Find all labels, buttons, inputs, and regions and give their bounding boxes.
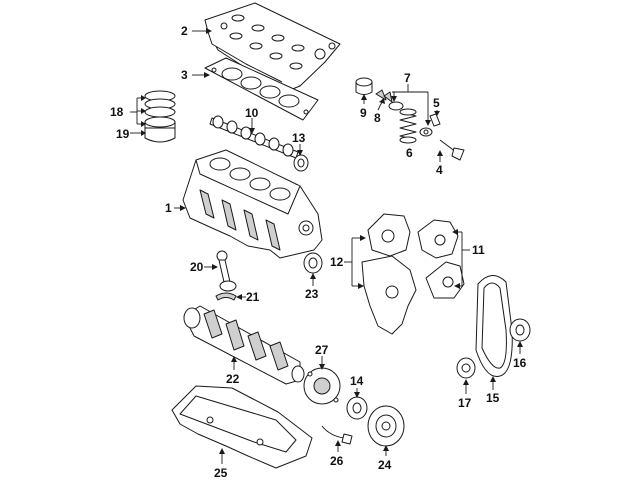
timing-cover-rear-drawing — [361, 213, 417, 335]
callout-26: 26 — [330, 454, 344, 468]
camshaft-seal-drawing — [293, 154, 309, 172]
callout-13: 13 — [292, 131, 306, 145]
crankshaft-seal-drawing — [303, 252, 323, 274]
crank-sprocket-drawing — [346, 396, 368, 420]
leader-lines — [130, 28, 523, 464]
callout-24: 24 — [378, 458, 392, 472]
timing-belt-drawing — [475, 275, 513, 377]
rod-bearing-drawing — [215, 292, 237, 301]
callout-22: 22 — [226, 372, 240, 386]
callout-12: 12 — [330, 255, 344, 269]
callout-17: 17 — [458, 396, 472, 410]
callout-4: 4 — [436, 163, 443, 177]
callout-9: 9 — [360, 106, 367, 120]
valve-guide-drawing — [429, 113, 441, 127]
crankshaft-drawing — [183, 305, 305, 385]
cylinder-head-drawing — [204, 2, 341, 91]
valve-drawing — [439, 139, 465, 161]
crank-pulley-drawing — [367, 405, 405, 447]
callout-18: 18 — [110, 105, 124, 119]
valve-keepers-drawing — [375, 89, 393, 103]
connecting-rod-drawing — [216, 250, 237, 292]
timing-cover-front-drawing — [417, 219, 465, 299]
callout-5: 5 — [433, 96, 440, 110]
oil-pickup-tube-drawing — [321, 425, 353, 445]
tensioner-drawing — [456, 357, 476, 379]
callout-7: 7 — [404, 71, 411, 85]
camshaft-drawing — [209, 115, 299, 159]
callout-1: 1 — [165, 201, 172, 215]
callout-20: 20 — [190, 260, 204, 274]
callout-10: 10 — [245, 106, 259, 120]
callout-2: 2 — [181, 24, 188, 38]
valve-seal-drawing — [419, 127, 433, 137]
callout-8: 8 — [374, 111, 381, 125]
oil-pump-drawing — [303, 367, 341, 405]
callout-21: 21 — [246, 290, 260, 304]
callout-11: 11 — [472, 243, 485, 257]
callout-15: 15 — [486, 391, 500, 405]
callout-14: 14 — [350, 374, 364, 388]
callout-6: 6 — [406, 146, 413, 160]
callout-23: 23 — [305, 287, 319, 301]
engine-block-drawing — [182, 149, 323, 259]
callout-3: 3 — [181, 68, 188, 82]
valve-retainer-drawing — [388, 101, 404, 111]
idler-pulley-drawing — [509, 318, 531, 342]
callout-labels: 2 3 18 19 10 13 9 8 7 5 6 4 1 11 12 20 2… — [110, 24, 527, 480]
piston-drawing — [144, 116, 176, 143]
callout-19: 19 — [116, 127, 130, 141]
valve-lifter-drawing — [355, 77, 373, 95]
callout-16: 16 — [513, 356, 527, 370]
head-gasket-drawing — [204, 57, 319, 121]
piston-rings-drawing — [144, 90, 176, 118]
oil-pan-drawing — [171, 385, 313, 469]
valve-spring-drawing — [399, 108, 417, 144]
callout-27: 27 — [315, 343, 329, 357]
callout-25: 25 — [214, 466, 228, 480]
